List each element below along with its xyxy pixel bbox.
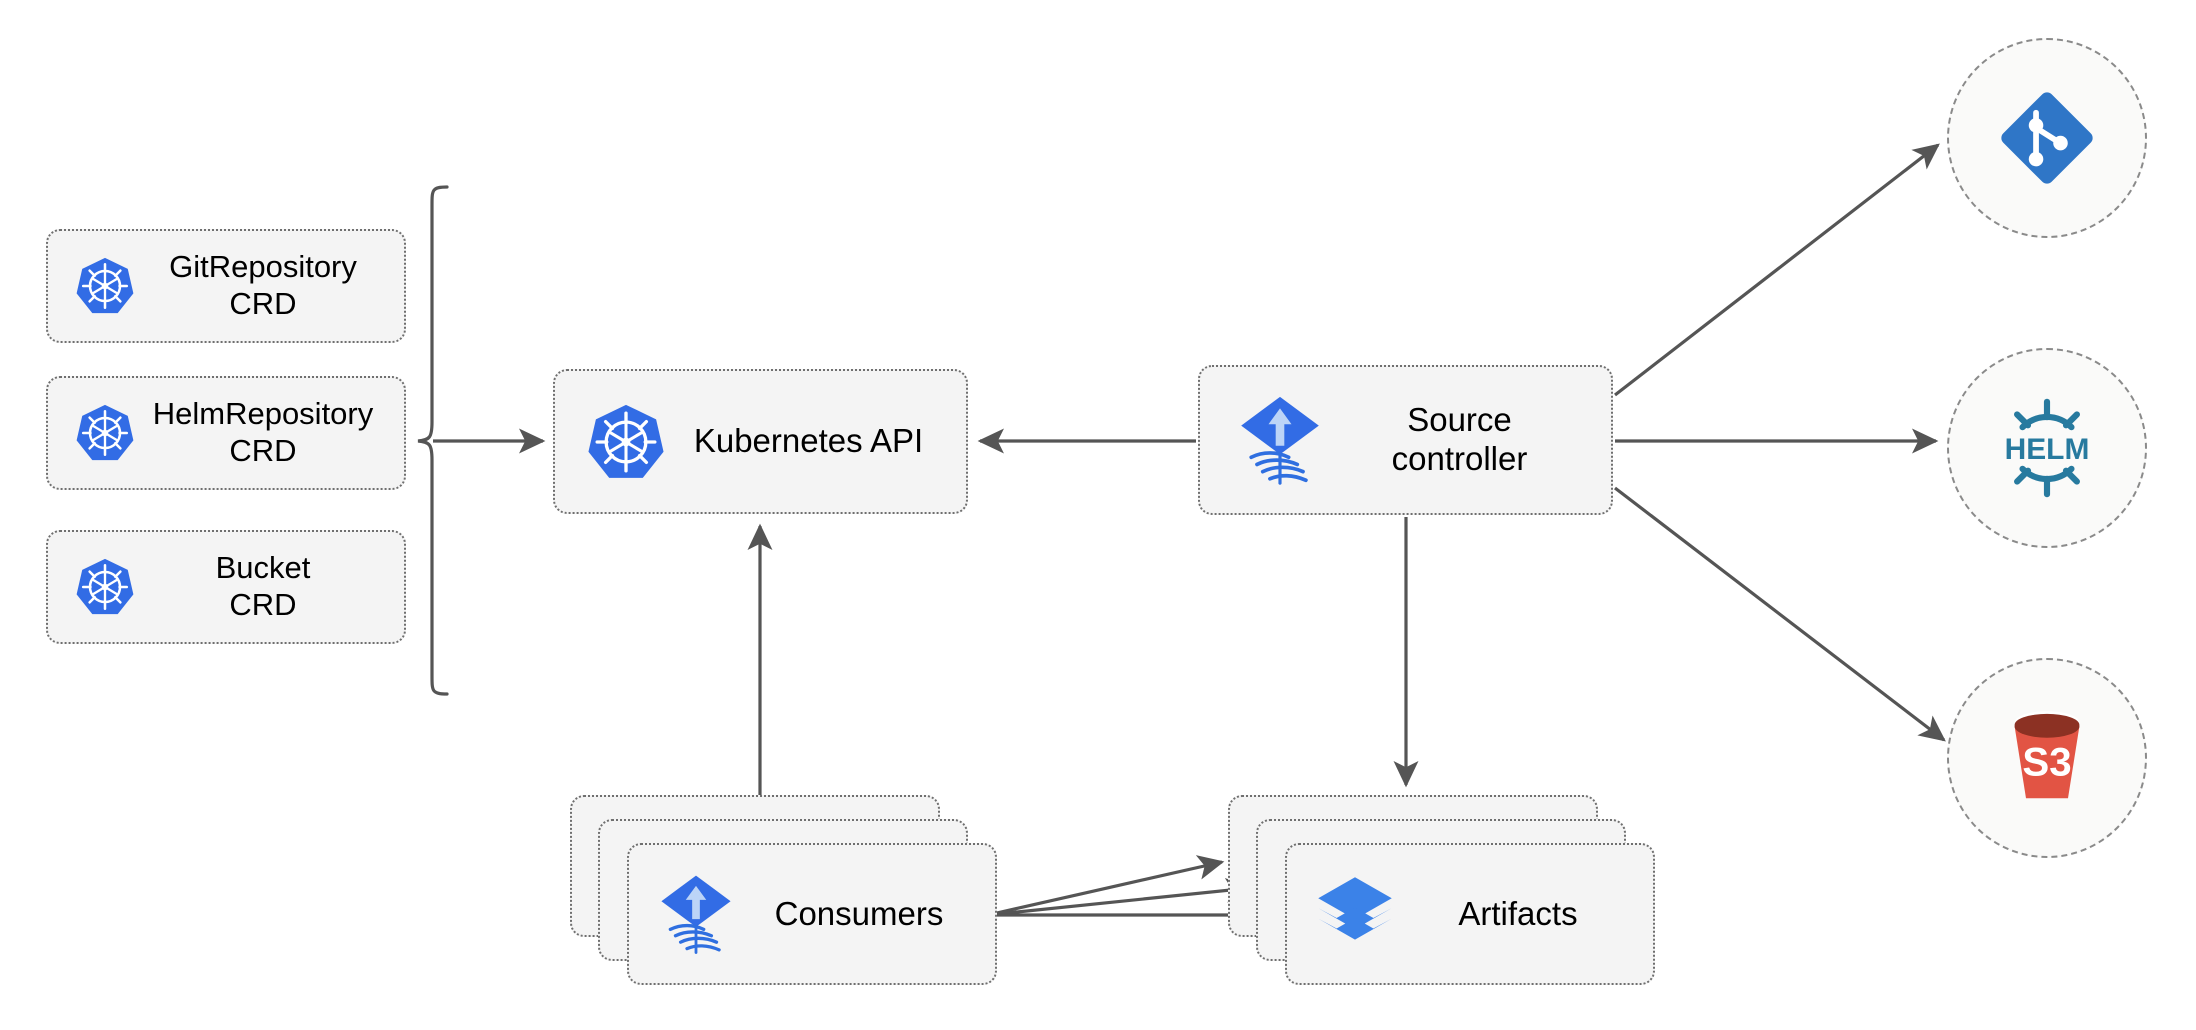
artifacts-stack-front[interactable]: Artifacts <box>1285 843 1655 985</box>
crd-box-gitrepository[interactable]: GitRepository CRD <box>46 229 406 343</box>
edge-consumers-to-artifact-top <box>987 855 1225 917</box>
s3-wordmark: S3 <box>2022 740 2071 785</box>
kubernetes-icon <box>76 558 134 615</box>
kubernetes-icon <box>588 404 664 478</box>
edge-source-to-git <box>1614 143 1940 397</box>
flux-icon <box>661 875 731 954</box>
crd-label: HelmRepository CRD <box>152 396 374 468</box>
crd-group-brace <box>417 185 449 696</box>
node-kubernetes-api[interactable]: Kubernetes API <box>553 369 968 514</box>
node-source-controller[interactable]: Source controller <box>1198 365 1613 515</box>
external-source-git[interactable] <box>1947 38 2147 238</box>
edge-source-to-s3 <box>1614 486 1946 742</box>
consumers-stack-front[interactable]: Consumers <box>627 843 997 985</box>
node-label: Kubernetes API <box>693 422 924 460</box>
node-label: Artifacts <box>1458 895 1578 932</box>
kubernetes-icon <box>76 257 134 314</box>
git-icon <box>2001 92 2093 184</box>
crd-box-bucket[interactable]: Bucket CRD <box>46 530 406 644</box>
layers-icon <box>1318 877 1392 940</box>
crd-box-helmrepository[interactable]: HelmRepository CRD <box>46 376 406 490</box>
node-label: Consumers <box>774 895 944 932</box>
helm-icon: HELM <box>2005 398 2090 498</box>
crd-label: Bucket CRD <box>215 550 311 622</box>
external-source-s3[interactable]: S3 <box>1947 658 2147 858</box>
kubernetes-icon <box>76 404 134 461</box>
external-source-helm[interactable]: HELM <box>1947 348 2147 548</box>
flux-icon <box>1241 396 1319 485</box>
node-label: Source controller <box>1391 401 1528 477</box>
s3-icon: S3 <box>2014 711 2080 799</box>
crd-label: GitRepository CRD <box>169 249 357 321</box>
edge-consumers-to-artifact-mid <box>987 878 1253 917</box>
helm-wordmark: HELM <box>2005 433 2090 466</box>
